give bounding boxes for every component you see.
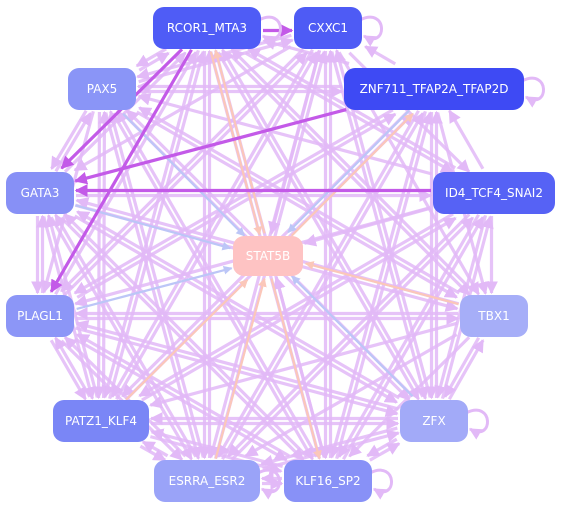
self-loop-rcor1_mta3 (258, 15, 282, 47)
edge-patz1_klf4-to-plagl1 (54, 336, 92, 398)
edge-tbx1-to-patz1_klf4 (149, 321, 458, 409)
node-tbx1[interactable]: TBX1 (460, 295, 528, 337)
edge-esrra_esr2-to-znf711_tfap2a_tfap2d (221, 112, 425, 461)
self-loop-zfx (465, 408, 489, 440)
node-gata3[interactable]: GATA3 (6, 172, 74, 214)
node-box (294, 7, 362, 49)
node-id4-tcf4-snai2[interactable]: ID4_TCF4_SNAI2 (433, 172, 555, 214)
edge-plagl1-to-stat5b (76, 265, 233, 311)
node-plagl1[interactable]: PLAGL1 (6, 295, 74, 337)
node-box (344, 68, 524, 110)
edge-klf16_sp2-to-znf711_tfap2a_tfap2d (335, 111, 434, 460)
node-box (68, 68, 136, 110)
self-loop-layer (257, 15, 545, 500)
node-box (233, 236, 303, 276)
node-esrra-esr2[interactable]: ESRRA_ESR2 (154, 460, 260, 502)
self-loop-esrra_esr2 (257, 468, 281, 500)
node-label: TBX1 (477, 309, 509, 323)
edge-klf16_sp2-to-plagl1 (76, 333, 290, 458)
self-loop-znf711_tfap2a_tfap2d (521, 76, 545, 108)
node-label: PAX5 (87, 82, 118, 96)
node-label: ZNF711_TFAP2A_TFAP2D (360, 82, 509, 96)
node-label: ESRRA_ESR2 (169, 474, 246, 488)
node-patz1-klf4[interactable]: PATZ1_KLF4 (53, 400, 149, 442)
edge-cxxc1-to-patz1_klf4 (110, 48, 314, 398)
edge-patz1_klf4-to-rcor1_mta3 (108, 50, 207, 400)
edge-zfx-to-plagl1 (75, 319, 400, 411)
node-zfx[interactable]: ZFX (400, 400, 468, 442)
edge-stat5b-to-klf16_sp2 (270, 278, 322, 460)
edge-stat5b-to-znf711_tfap2a_tfap2d (290, 112, 414, 237)
edge-tbx1-to-rcor1_mta3 (230, 48, 474, 293)
edge-zfx-to-rcor1_mta3 (221, 48, 425, 398)
edge-gata3-to-stat5b (75, 204, 232, 251)
edge-cxxc1-to-zfx (330, 51, 429, 400)
edge-znf711_tfap2a_tfap2d-to-stat5b (287, 109, 411, 234)
edge-patz1_klf4-to-stat5b (125, 278, 249, 401)
node-label: PATZ1_KLF4 (65, 414, 137, 428)
edge-patz1_klf4-to-id4_tcf4_snai2 (141, 216, 457, 402)
edge-tbx1-to-stat5b (304, 261, 459, 306)
edge-gata3-to-zfx (73, 214, 398, 404)
edge-zfx-to-gata3 (76, 210, 401, 400)
node-box (6, 295, 74, 337)
node-label: ZFX (422, 414, 445, 428)
edge-rcor1_mta3-to-plagl1 (49, 48, 193, 293)
node-label: GATA3 (21, 186, 60, 200)
node-label: STAT5B (246, 249, 291, 263)
node-label: CXXC1 (308, 21, 348, 35)
node-label: PLAGL1 (17, 309, 63, 323)
edge-pax5-to-tbx1 (135, 110, 458, 299)
edge-rcor1_mta3-to-stat5b (209, 51, 262, 236)
edge-esrra_esr2-to-patz1_klf4 (141, 440, 169, 458)
node-label: ID4_TCF4_SNAI2 (445, 186, 543, 200)
node-box (433, 172, 555, 214)
edge-tbx1-to-pax5 (138, 106, 461, 295)
edge-klf16_sp2-to-gata3 (63, 213, 308, 458)
node-box (460, 295, 528, 337)
node-box (53, 400, 149, 442)
node-label: RCOR1_MTA3 (167, 21, 247, 35)
edge-znf711_tfap2a_tfap2d-to-cxxc1 (364, 45, 397, 66)
edge-rcor1_mta3-to-pax5 (135, 47, 167, 68)
edge-pax5-to-klf16_sp2 (111, 112, 314, 461)
node-znf711-tfap2a-tfap2d[interactable]: ZNF711_TFAP2A_TFAP2D (344, 68, 524, 110)
edge-zfx-to-tbx1 (447, 339, 485, 401)
edge-stat5b-to-rcor1_mta3 (213, 49, 266, 234)
edge-znf711_tfap2a_tfap2d-to-plagl1 (73, 108, 394, 295)
node-box (6, 172, 74, 214)
edge-esrra_esr2-to-stat5b (214, 277, 267, 459)
node-rcor1-mta3[interactable]: RCOR1_MTA3 (153, 7, 261, 49)
edge-pax5-to-rcor1_mta3 (138, 51, 170, 72)
node-box (153, 7, 261, 49)
edge-klf16_sp2-to-pax5 (116, 109, 319, 458)
edge-klf16_sp2-to-id4_tcf4_snai2 (342, 216, 485, 461)
edge-esrra_esr2-to-gata3 (54, 213, 198, 458)
edge-id4_tcf4_snai2-to-znf711_tfap2a_tfap2d (448, 109, 485, 170)
edge-plagl1-to-znf711_tfap2a_tfap2d (76, 112, 397, 299)
self-loop-cxxc1 (359, 15, 383, 47)
node-cxxc1[interactable]: CXXC1 (294, 7, 362, 49)
node-pax5[interactable]: PAX5 (68, 68, 136, 110)
self-loop-klf16_sp2 (369, 468, 393, 500)
edge-klf16_sp2-to-zfx (369, 442, 401, 462)
node-label: KLF16_SP2 (295, 474, 360, 488)
edge-zfx-to-stat5b (291, 275, 414, 398)
node-stat5b[interactable]: STAT5B (233, 236, 303, 276)
node-box (284, 460, 372, 502)
node-klf16-sp2[interactable]: KLF16_SP2 (284, 460, 372, 502)
node-box (154, 460, 260, 502)
edge-id4_tcf4_snai2-to-patz1_klf4 (138, 212, 454, 398)
node-box (400, 400, 468, 442)
